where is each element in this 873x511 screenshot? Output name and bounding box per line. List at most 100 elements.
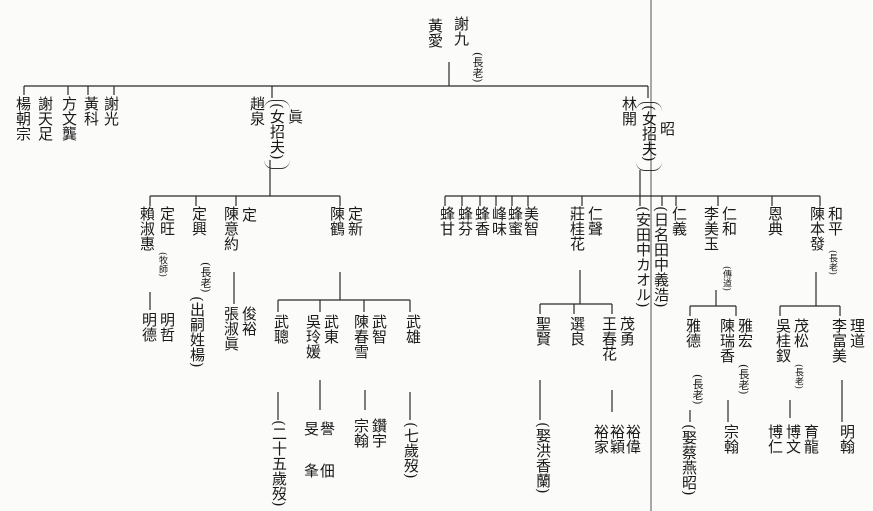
lin-limei-note: (傳道) [720,266,731,295]
gen2-xietian: 謝天足 [34,96,56,147]
chenchun-child-1-text: 鑽宇 [370,418,388,448]
li-child-0-text: 雅德 [684,318,702,348]
he-child-chenchun: 陳春雪 [350,314,372,365]
wang-child-0-text: 裕家 [592,424,610,454]
zhao-child-ding-sub: (出嗣姓楊) [186,296,208,374]
lin-feng-0: 蜂甘 [436,206,458,242]
li-child-0-note-text: (長老) [691,374,704,405]
he-child-wuling-spouse-text: 武東 [322,314,340,344]
wuling-child-3: 佃 [320,460,335,482]
chenchun-child-0: 宗翰 [350,418,372,454]
zhao-child-lai-spouse-text: 定旺 [158,206,176,236]
lin-chenben-note: (長老) [826,250,837,279]
he-child-wucong-text: 武聰 [272,314,290,344]
wang-child-0: 裕家 [590,424,612,460]
lai-child-0-text: 明德 [140,312,158,342]
zhao-child-chenhe-text: 陳鶴 [328,206,346,236]
he-child-chenchun-spouse: 武智 [368,314,390,350]
zhao-child-chenyue-spouse: 定 [238,206,260,228]
lin-sub-ri-text: (日名田中義浩) [652,206,670,308]
lin-zhuang: 莊桂花 [566,206,588,257]
zhao-child-lai-text: 賴淑惠 [138,206,156,251]
li-child-0-sub: (娶蔡燕昭) [678,424,700,502]
lin-feng-5-text: 美智 [522,206,540,236]
he-child-wucong: 武聰 [270,314,292,350]
li-child-0-note: (長老) [690,374,705,409]
lin-feng-2: 蜂香 [471,206,493,242]
li-child-1-text: 陳瑞香 [718,318,736,363]
zhao-child-chenhe: 陳鶴 [326,206,348,242]
lin-sub-an-text: (安田中カオル) [634,206,652,308]
root-note: (長老) [470,52,485,87]
chenben-child-0-spouse: 茂松 [790,318,812,354]
gen2-fangwen-text: 方文龔 [60,96,78,141]
lin-endian-text: 恩典 [766,206,784,236]
gen2-lin-text: 林開 [620,96,638,126]
li-child-1: 陳瑞香 [716,318,738,369]
zhuang-child-0-text: 聖賢 [534,316,552,346]
chenben-gc-0: 博仁 [764,424,786,460]
zhao-child-lai-note: (牧師) [156,252,167,281]
wuling-child-2-text: 譽 [320,420,336,438]
wang-child-1: 裕穎 [606,424,628,460]
he-child-wucong-sub-text: (二十五歲歿) [270,420,288,507]
he-child-wuling: 吳玲媛 [302,314,324,365]
he-child-wuxiong: 武雄 [402,314,424,350]
wuling-child-1: 夆 [304,460,319,482]
lin-renyi: 仁義 [668,206,690,242]
lin-feng-0-text: 蜂甘 [438,206,456,236]
chenben-child-1-spouse-text: 理道 [848,318,866,348]
lai-child-0: 明德 [138,312,160,348]
lin-zhuang-text: 莊桂花 [568,206,586,251]
zhuang-child-1-text: 選良 [568,316,586,346]
lin-chenben-text: 陳本發 [808,206,826,251]
zhao-child-chenhe-spouse: 定新 [344,206,366,242]
lin-feng-4: 蜂蜜 [504,206,526,242]
li-child-1-spouse: 雅宏 [734,318,756,354]
gen2-zhao-spouse-name-text: 眞 [286,109,304,124]
he-child-wuxiong-sub-text: (七歲歿) [402,422,420,479]
root-wife: 黃愛 [424,18,444,54]
wuling-child-0-text: 旻 [304,420,320,438]
chenben-child-1-child-0: 明翰 [836,424,858,460]
gen2-lin-spouse-name-text: 昭 [658,121,676,136]
lai-child-1-text: 明哲 [158,312,176,342]
chenben-child-1-text: 李富美 [830,318,848,363]
li-child-0: 雅德 [682,318,704,354]
zhuang-child-2: 王春花 [598,316,620,367]
gen2-huangke: 黃科 [80,96,102,132]
zhuang-child-0-sub: (娶洪香蘭) [532,422,554,500]
li-child-1-child-0-text: 宗翰 [722,424,740,454]
zhuang-child-2-text: 王春花 [600,316,618,361]
lin-zhuang-spouse-text: 仁聲 [586,206,604,236]
gen2-lin: 林開 [618,96,640,132]
lin-limei-text: 李美玉 [702,206,720,251]
zhuang-child-0: 聖賢 [532,316,554,352]
zhao-child-chenhe-spouse-text: 定新 [346,206,364,236]
lin-feng-3-text: 峰味 [490,206,508,236]
lin-feng-1: 蜂芬 [454,206,476,242]
gen2-zhao-text: 趙泉 [248,96,266,126]
zhao-child-ding-sub-text: (出嗣姓楊) [188,296,206,368]
gen2-zhao-spouse-name: 眞 [284,108,306,130]
lin-limei-note-text: (傳道) [721,266,731,292]
gen2-lin-spouse-name: 昭 [656,120,678,142]
lin-renyi-text: 仁義 [670,206,688,236]
zhao-child-chenyue-spouse-text: 定 [240,207,258,222]
chenben-gc-1: 博文 [782,424,804,460]
chenben-child-0-text: 吳桂釵 [774,318,792,363]
gen2-zhao-spouse: (女招夫) [264,100,290,169]
lin-feng-3: 峰味 [488,206,510,242]
chenchun-child-0-text: 宗翰 [352,418,370,448]
gen2-zhao: 趙泉 [246,96,268,132]
root-husband: 謝九 [450,16,470,52]
lin-limei-spouse-text: 仁和 [720,206,738,236]
gen2-xieguang-text: 謝光 [102,96,120,126]
gen2-huangke-text: 黃科 [82,96,100,126]
he-child-wucong-sub: (二十五歲歿) [268,420,290,511]
chenyue-child-1: 俊裕 [238,306,260,342]
gen2-yangchao: 楊朝宗 [12,96,34,147]
lin-endian: 恩典 [764,206,786,242]
